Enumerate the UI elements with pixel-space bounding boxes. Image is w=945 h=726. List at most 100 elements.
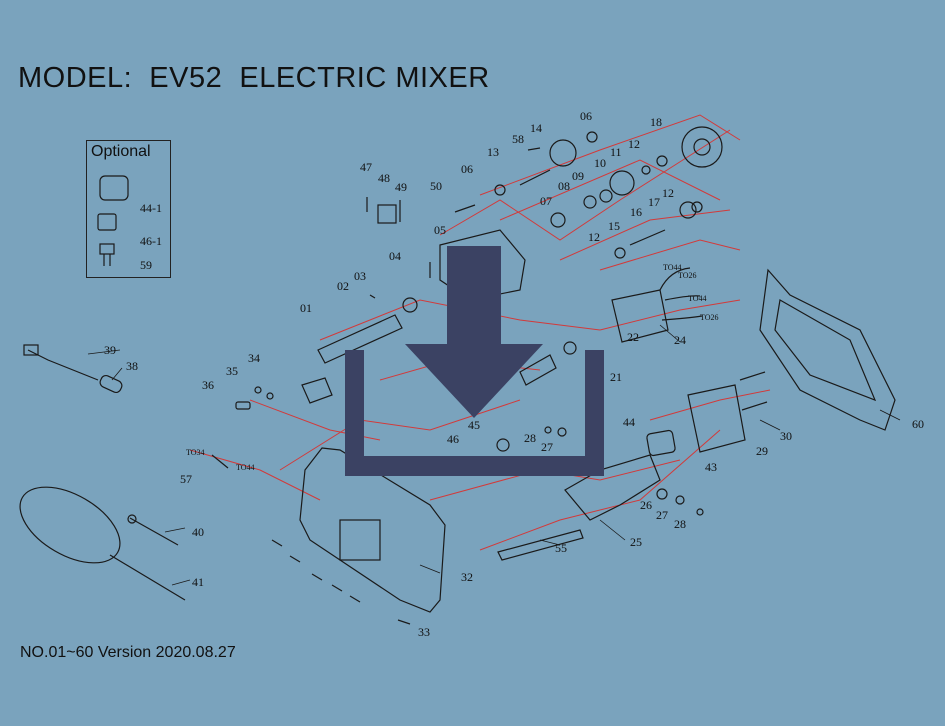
part-45-washer bbox=[496, 438, 510, 452]
label-11: 11 bbox=[610, 145, 622, 159]
label-06b: 06 bbox=[461, 162, 473, 176]
part-06-bearing-top bbox=[586, 131, 598, 143]
part-06-bearing bbox=[494, 184, 506, 196]
part-10-gear bbox=[609, 170, 635, 196]
part-28-screw-b bbox=[696, 508, 704, 516]
label-28b: 28 bbox=[674, 517, 686, 531]
part-57-wire bbox=[211, 454, 229, 469]
optional-label: Optional bbox=[91, 143, 151, 160]
part-18-gear-cover bbox=[681, 126, 723, 168]
label-leaders bbox=[87, 324, 901, 586]
label-18: 18 bbox=[650, 115, 662, 129]
label-41: 41 bbox=[192, 575, 204, 589]
label-36: 36 bbox=[202, 378, 214, 392]
label-33: 33 bbox=[418, 625, 430, 639]
label-58: 58 bbox=[512, 132, 524, 146]
part-29-motor-housing bbox=[687, 384, 746, 453]
label-02: 02 bbox=[337, 279, 349, 293]
part-12-bearing-b bbox=[691, 201, 703, 213]
label-49: 49 bbox=[395, 180, 407, 194]
label-27a: 27 bbox=[541, 440, 553, 454]
label-45: 45 bbox=[468, 418, 480, 432]
optional-switch-46-1 bbox=[97, 213, 117, 231]
version-text: NO.01~60 Version 2020.08.27 bbox=[20, 644, 236, 661]
armature bbox=[519, 354, 557, 386]
part-12-bearing-a bbox=[656, 155, 668, 167]
part-01-spindle bbox=[317, 314, 403, 364]
part-03-washer bbox=[402, 297, 418, 313]
label-10: 10 bbox=[594, 156, 606, 170]
label-12c: 12 bbox=[588, 230, 600, 244]
wire-label-to26a: TO26 bbox=[678, 271, 697, 280]
wire-label-to44a: TO44 bbox=[663, 263, 682, 272]
part-34-switch bbox=[301, 377, 333, 404]
label-optional-44-1: 44-1 bbox=[140, 201, 162, 215]
label-60: 60 bbox=[912, 417, 924, 431]
part-15-shaft bbox=[629, 229, 666, 246]
part-39-plug-cord bbox=[27, 349, 99, 381]
download-arrow-head bbox=[405, 344, 543, 418]
label-50: 50 bbox=[430, 179, 442, 193]
part-09-ring bbox=[599, 189, 613, 203]
part-41-mixing-paddle bbox=[19, 486, 121, 564]
part-08-ring bbox=[583, 195, 597, 209]
parts-drawing bbox=[19, 126, 896, 625]
label-39: 39 bbox=[104, 343, 116, 357]
label-32: 32 bbox=[461, 570, 473, 584]
label-24: 24 bbox=[674, 333, 686, 347]
label-09: 09 bbox=[572, 169, 584, 183]
label-47: 47 bbox=[360, 160, 372, 174]
label-optional-46-1: 46-1 bbox=[140, 234, 162, 248]
label-01: 01 bbox=[300, 301, 312, 315]
label-55: 55 bbox=[555, 541, 567, 555]
part-02-key bbox=[369, 294, 376, 299]
label-13: 13 bbox=[487, 145, 499, 159]
label-22: 22 bbox=[627, 330, 639, 344]
label-26: 26 bbox=[640, 498, 652, 512]
label-28a: 28 bbox=[524, 431, 536, 445]
label-15: 15 bbox=[608, 219, 620, 233]
wire-label-to44b: TO44 bbox=[688, 294, 707, 303]
part-11-ring bbox=[641, 165, 651, 175]
label-29: 29 bbox=[756, 444, 768, 458]
part-33-screw bbox=[397, 619, 411, 625]
label-04: 04 bbox=[389, 249, 401, 263]
wire-label-to34: TO34 bbox=[186, 448, 205, 457]
label-38: 38 bbox=[126, 359, 138, 373]
label-16: 16 bbox=[630, 205, 642, 219]
part-labels: 01 02 03 04 05 06 06 07 08 09 10 11 12 1… bbox=[104, 109, 924, 639]
label-17: 17 bbox=[648, 195, 660, 209]
label-27b: 27 bbox=[656, 508, 668, 522]
plug bbox=[23, 344, 39, 356]
part-40-wrench bbox=[129, 517, 179, 546]
part-60-handle bbox=[759, 268, 896, 431]
label-35: 35 bbox=[226, 364, 238, 378]
download-tray bbox=[345, 350, 604, 476]
label-optional-59: 59 bbox=[140, 258, 152, 272]
part-50-pin bbox=[454, 204, 476, 213]
part-35-spring bbox=[254, 386, 262, 394]
part-23-ring bbox=[563, 341, 577, 355]
part-55-tube bbox=[497, 529, 584, 561]
part-48-bracket bbox=[377, 204, 397, 224]
stator-wires bbox=[659, 267, 703, 321]
label-05: 05 bbox=[434, 223, 446, 237]
label-06a: 06 bbox=[580, 109, 592, 123]
label-08: 08 bbox=[558, 179, 570, 193]
label-03: 03 bbox=[354, 269, 366, 283]
label-21: 21 bbox=[610, 370, 622, 384]
label-34: 34 bbox=[248, 351, 260, 365]
part-13-shaft bbox=[519, 169, 551, 186]
label-46: 46 bbox=[447, 432, 459, 446]
part-26-bushing bbox=[656, 488, 668, 500]
download-arrow-shaft bbox=[447, 246, 501, 346]
part-07-bearing bbox=[550, 212, 566, 228]
part-14-gear bbox=[549, 139, 577, 167]
label-07: 07 bbox=[540, 194, 552, 208]
part-44-cover bbox=[646, 429, 676, 457]
part-36-lock-button bbox=[235, 401, 251, 410]
part-12-bearing-c bbox=[614, 247, 626, 259]
label-44: 44 bbox=[623, 415, 635, 429]
optional-box: Optional bbox=[86, 140, 171, 278]
